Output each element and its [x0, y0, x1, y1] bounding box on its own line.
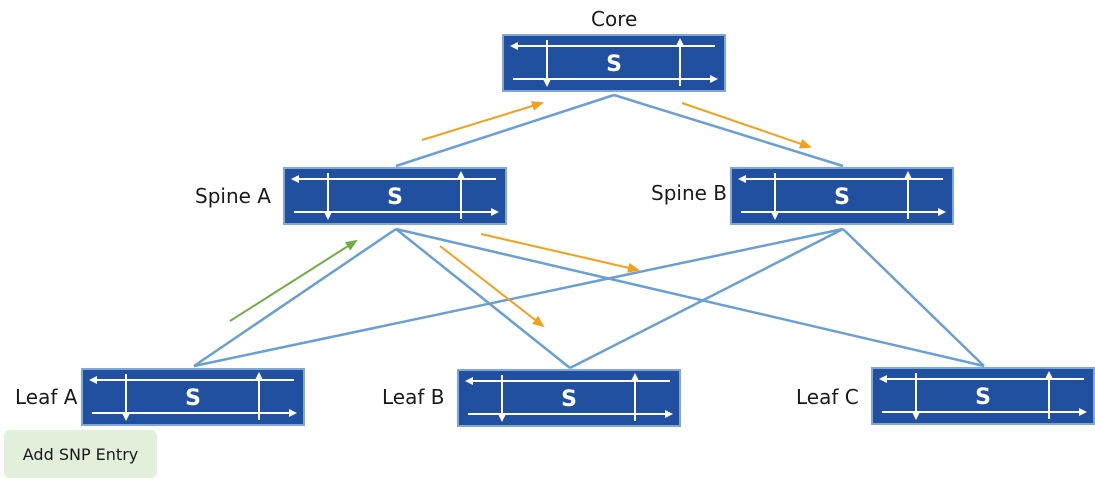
traffic-arrow-core-to-spine-b: [681, 102, 812, 149]
switch-leaf-b[interactable]: S: [457, 369, 681, 427]
switch-symbol: S: [387, 185, 403, 210]
link-spine-a-leaf-b: [395, 228, 571, 369]
label-leaf-b: Leaf B: [382, 385, 445, 409]
link-spine-b-leaf-c: [842, 228, 985, 367]
traffic-arrow-leaf-a-to-spine-a: [229, 239, 358, 322]
switch-symbol: S: [561, 387, 577, 412]
link-core-spine-b: [613, 93, 844, 168]
label-core: Core: [591, 7, 638, 31]
switch-leaf-c[interactable]: S: [871, 367, 1095, 425]
switch-core[interactable]: S: [502, 34, 726, 92]
add-snp-entry-button[interactable]: Add SNP Entry: [4, 430, 157, 478]
link-spine-a-leaf-a: [193, 227, 397, 368]
traffic-arrow-spine-a-to-core: [421, 101, 544, 141]
switch-symbol: S: [975, 385, 991, 410]
switch-spine-a[interactable]: S: [283, 167, 507, 225]
link-spine-a-leaf-c: [395, 227, 985, 368]
link-core-spine-a: [395, 93, 615, 168]
traffic-arrow-spine-a-to-leaf-c: [480, 233, 640, 273]
traffic-arrow-spine-a-to-leaf-b: [439, 245, 545, 328]
switch-spine-b[interactable]: S: [730, 167, 954, 225]
switch-leaf-a[interactable]: S: [81, 368, 305, 426]
label-spine-b: Spine B: [651, 181, 728, 205]
label-leaf-c: Leaf C: [796, 385, 859, 409]
switch-symbol: S: [834, 185, 850, 210]
link-spine-b-leaf-a: [193, 227, 844, 368]
switch-symbol: S: [606, 52, 622, 77]
label-leaf-a: Leaf A: [15, 385, 78, 409]
label-spine-a: Spine A: [195, 184, 271, 208]
link-spine-b-leaf-b: [569, 227, 844, 370]
switch-symbol: S: [185, 386, 201, 411]
